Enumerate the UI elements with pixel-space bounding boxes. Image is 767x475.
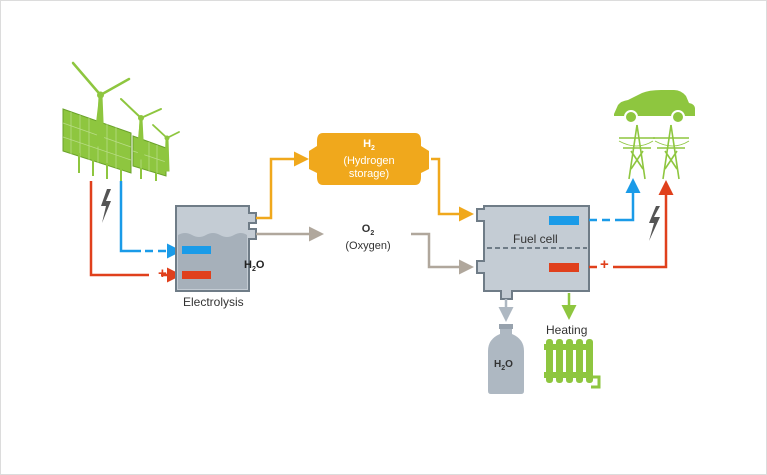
- electrolysis-label: Electrolysis: [183, 295, 244, 309]
- electrolysis-tank: [175, 205, 257, 292]
- power-pylon-icon: [618, 124, 690, 180]
- electrolysis-water-label: H2O: [244, 259, 265, 274]
- lightning-icon: [649, 206, 660, 241]
- hydrogen-flow: [256, 151, 474, 222]
- hydrogen-storage-label: H2 (Hydrogen storage): [343, 138, 395, 181]
- wind-turbine-icon: [71, 61, 180, 172]
- lightning-icon: [101, 189, 111, 223]
- renewables-negative-wire: [119, 181, 182, 259]
- fuel-cell: [476, 205, 590, 300]
- radiator-icon: [544, 339, 601, 389]
- hydrogen-storage-tank: [309, 133, 429, 185]
- fuel-cell-positive-wire: [589, 180, 674, 269]
- renewables-positive-wire: [89, 181, 182, 283]
- heating-label: Heating: [546, 323, 588, 337]
- positive-sign: +: [600, 256, 609, 273]
- fuel-cell-label: Fuel cell: [513, 232, 558, 246]
- oxygen-flow: [256, 226, 474, 275]
- positive-sign: +: [158, 265, 167, 282]
- oxygen-label: O2 (Oxygen): [345, 223, 391, 253]
- water-bottle-icon: [488, 324, 524, 394]
- solar-panel-icon: [62, 108, 167, 181]
- fuel-cell-negative-wire: [589, 178, 641, 222]
- bottle-water-label: H2O: [494, 359, 513, 372]
- car-icon: [614, 90, 695, 124]
